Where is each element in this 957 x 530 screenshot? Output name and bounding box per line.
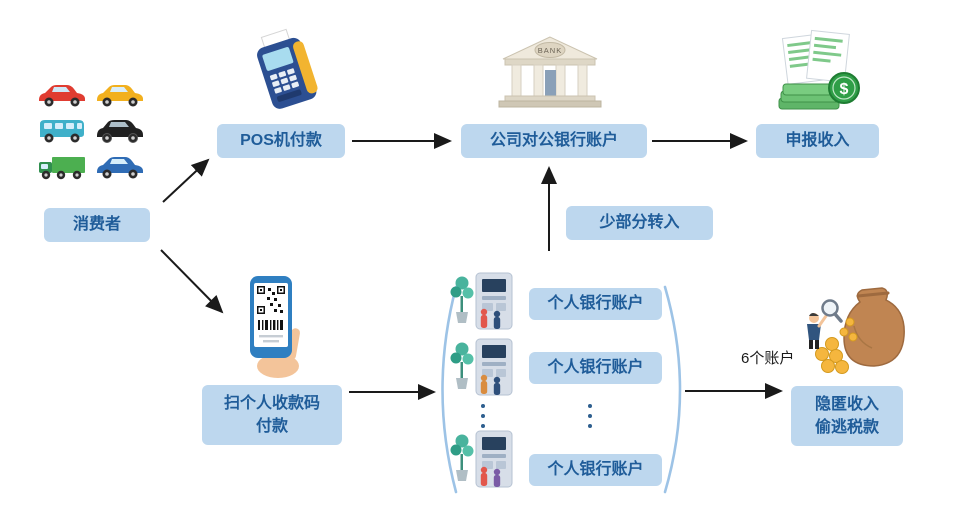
atm-illustration — [450, 430, 513, 488]
car-icon-blue — [97, 157, 143, 179]
node-personal-account-3-label: 个人银行账户 — [547, 461, 644, 479]
van-icon-teal — [40, 120, 84, 143]
money-bag-audit-icon — [807, 287, 905, 374]
phone-qr-code-icon — [250, 276, 300, 378]
dot — [588, 414, 592, 418]
node-personal-account-3: 个人银行账户 — [529, 454, 662, 486]
node-pos-payment: POS机付款 — [217, 124, 345, 158]
ellipsis-dots-atm — [481, 404, 485, 428]
node-scan-qr-payment-line2: 付款 — [255, 418, 288, 435]
car-icon-red — [39, 85, 85, 107]
node-partial-transfer: 少部分转入 — [566, 206, 713, 240]
node-declare-income-label: 申报收入 — [785, 132, 850, 150]
dot — [588, 404, 592, 408]
node-declare-income: 申报收入 — [756, 124, 879, 158]
node-personal-account-2-label: 个人银行账户 — [547, 359, 644, 377]
node-corporate-account: 公司对公银行账户 — [461, 124, 647, 158]
cars-illustration — [36, 80, 152, 188]
declared-income-money-icon: $ — [778, 29, 860, 110]
arrow-consumer-to-pos — [162, 158, 210, 203]
node-scan-qr-payment: 扫个人收款码 付款 — [202, 385, 342, 445]
node-hidden-income-line1: 隐匿收入 — [814, 395, 879, 413]
node-hidden-income-line2: 偷逃税款 — [814, 419, 879, 436]
dot — [588, 424, 592, 428]
node-hidden-income: 隐匿收入 偷逃税款 — [791, 386, 903, 446]
node-consumer-label: 消费者 — [72, 216, 121, 234]
bank-sign-text: BANK — [538, 46, 562, 55]
dot — [481, 414, 485, 418]
atm-illustration — [450, 272, 513, 330]
bank-building-icon: BANK — [498, 36, 602, 108]
truck-icon-green — [39, 157, 85, 180]
bracket-right — [663, 285, 682, 494]
dot — [481, 404, 485, 408]
pos-terminal-icon — [257, 28, 318, 109]
dot — [481, 424, 485, 428]
node-partial-transfer-label: 少部分转入 — [599, 214, 680, 232]
six-accounts-label: 6个账户 — [741, 350, 795, 367]
node-personal-account-1: 个人银行账户 — [529, 288, 662, 320]
ellipsis-dots-accounts — [588, 404, 592, 428]
node-personal-account-2: 个人银行账户 — [529, 352, 662, 384]
car-icon-yellow — [97, 85, 143, 107]
node-personal-account-1-label: 个人银行账户 — [547, 295, 644, 313]
node-pos-payment-label: POS机付款 — [240, 132, 322, 150]
dollar-sign-text: $ — [840, 81, 849, 98]
node-scan-qr-payment-line1: 扫个人收款码 — [223, 394, 320, 412]
node-consumer: 消费者 — [44, 208, 150, 242]
node-corporate-account-label: 公司对公银行账户 — [489, 132, 618, 150]
car-icon-black — [97, 120, 143, 143]
atm-illustration — [450, 338, 513, 396]
arrow-consumer-to-qr — [160, 249, 224, 314]
